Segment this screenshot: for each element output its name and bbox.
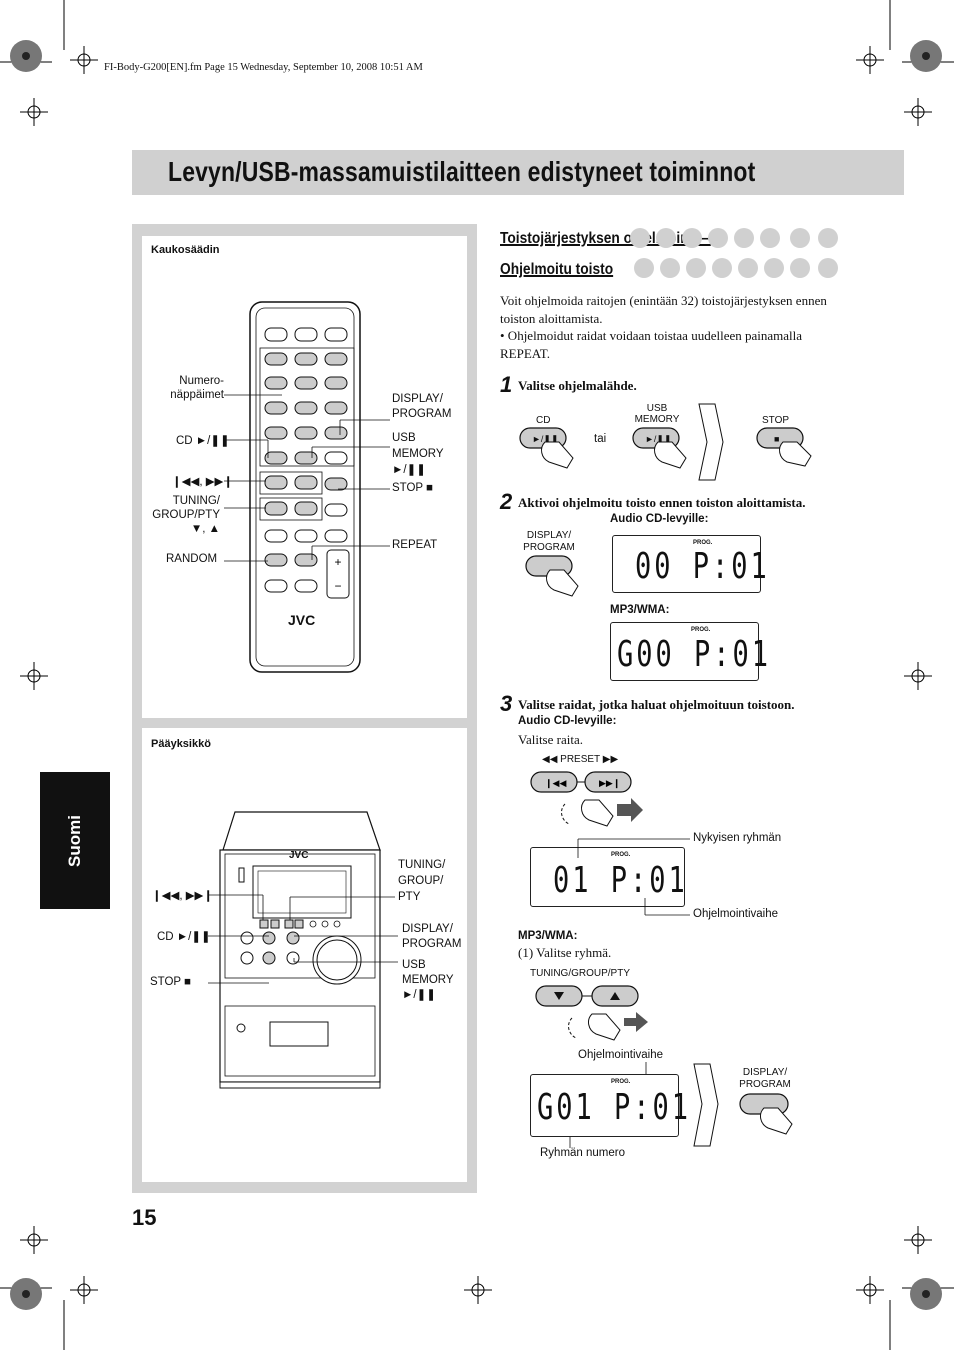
step-3-arrow bbox=[693, 1063, 719, 1147]
step-2-text: Aktivoi ohjelmoitu toisto ennen toiston … bbox=[518, 495, 806, 510]
step-3-preset-illustration: ❙◀◀ ▶▶❙ bbox=[530, 771, 643, 827]
label-number-keys: Numero- näppäimet bbox=[170, 375, 224, 401]
step-3-program-step-2: Ohjelmointivaihe bbox=[578, 1049, 664, 1061]
step-3-group-number: Ryhmän numero bbox=[540, 1147, 626, 1159]
lcd-prog-indicator-mp3: PROG. bbox=[691, 627, 711, 633]
step-3-select-group: (1) Valitse ryhmä. bbox=[518, 945, 612, 960]
main-unit-title: Pääyksikkö bbox=[151, 738, 211, 750]
step-3-text: Valitse raidat, jotka haluat ohjelmoituu… bbox=[518, 697, 795, 712]
step-3-program-step: Ohjelmointivaihe bbox=[693, 908, 779, 920]
file-header: FI-Body-G200[EN].fm Page 15 Wednesday, S… bbox=[104, 62, 423, 73]
step-1-cd-label: CD bbox=[536, 415, 551, 426]
step-1-or: tai bbox=[594, 433, 607, 445]
step-2-lcd-mp3: PROG. G00 P:01 bbox=[610, 622, 768, 681]
heading-dots-1 bbox=[630, 228, 845, 250]
lcd-prog-indicator-3: PROG. bbox=[611, 852, 631, 858]
main-unit-illustration bbox=[219, 811, 381, 1089]
label-remote-random: RANDOM bbox=[166, 553, 218, 565]
label-remote-display: DISPLAY/ PROGRAM bbox=[392, 393, 452, 420]
label-remote-usb: USB MEMORY ►/❚❚ bbox=[392, 432, 444, 476]
remote-title: Kaukosäädin bbox=[151, 244, 220, 256]
step-3-current-group: Nykyisen ryhmän bbox=[693, 832, 782, 844]
lcd-mp3-readout: G00 P:01 bbox=[617, 634, 772, 675]
lcd-prog-indicator-4: PROG. bbox=[611, 1079, 631, 1085]
lcd-cd-readout-3: 01 P:01 bbox=[553, 860, 688, 901]
lcd-prog-indicator: PROG. bbox=[693, 540, 713, 546]
remote-control-illustration: + − bbox=[249, 301, 361, 673]
lcd-cd-readout: 00 P:01 bbox=[635, 546, 770, 587]
label-unit-cd: CD ►/❚❚ bbox=[157, 931, 211, 943]
step-1-text: Valitse ohjelmalähde. bbox=[518, 378, 637, 393]
step-3-mp3: MP3/WMA: bbox=[518, 930, 578, 942]
main-unit-brand: JVC bbox=[289, 850, 309, 861]
section-heading-2: Ohjelmoitu toisto bbox=[500, 261, 614, 278]
label-remote-tuning: TUNING/ GROUP/PTY ▼, ▲ bbox=[152, 495, 220, 535]
svg-text:■: ■ bbox=[774, 434, 779, 444]
svg-text:►/❚❚: ►/❚❚ bbox=[645, 434, 672, 445]
step-3-display-button bbox=[739, 1093, 793, 1135]
language-tab bbox=[40, 772, 110, 909]
svg-text:+: + bbox=[334, 555, 341, 569]
svg-text:−: − bbox=[334, 579, 341, 593]
step-3-display-label: DISPLAY/ PROGRAM bbox=[739, 1067, 791, 1090]
svg-text:▶▶❙: ▶▶❙ bbox=[599, 778, 620, 789]
heading-dots-2 bbox=[634, 258, 849, 280]
label-remote-repeat: REPEAT bbox=[392, 539, 438, 551]
step-3-number: 3 bbox=[500, 691, 513, 716]
step-2-lcd-cd: PROG. 00 P:01 bbox=[612, 535, 767, 593]
page-number: 15 bbox=[132, 1205, 157, 1230]
label-unit-usb: USB MEMORY ►/❚❚ bbox=[402, 959, 454, 1001]
step-2-button-illustration bbox=[525, 555, 579, 597]
label-unit-stop: STOP ■ bbox=[150, 976, 192, 988]
remote-brand-label: JVC bbox=[288, 612, 316, 628]
step-3-lcd-cd: PROG. 01 P:01 bbox=[530, 847, 685, 907]
step-2-button-label: DISPLAY/ PROGRAM bbox=[523, 530, 575, 553]
step-3-tuning-illustration bbox=[535, 985, 648, 1041]
svg-text:►/❚❚: ►/❚❚ bbox=[532, 434, 559, 445]
step-1-stop-label: STOP bbox=[762, 415, 790, 426]
lcd-mp3-readout-3: G01 P:01 bbox=[537, 1087, 692, 1128]
step-1-number: 1 bbox=[500, 372, 513, 397]
step-3-tuning-label: TUNING/GROUP/PTY bbox=[530, 968, 631, 979]
label-remote-stop: STOP ■ bbox=[392, 482, 434, 494]
title-bar bbox=[132, 150, 904, 195]
label-remote-skip: ❙◀◀, ▶▶❙ bbox=[172, 476, 234, 488]
label-unit-display: DISPLAY/ PROGRAM bbox=[402, 923, 462, 950]
label-remote-cd: CD ►/❚❚ bbox=[176, 435, 230, 447]
step-3-preset-label: ◀◀ PRESET ▶▶ bbox=[542, 754, 619, 765]
label-unit-tuning: TUNING/ GROUP/ PTY bbox=[398, 859, 446, 903]
step-1-usb-label: USB MEMORY bbox=[634, 403, 680, 425]
step-3-lcd-mp3: PROG. G01 P:01 bbox=[530, 1074, 688, 1137]
step-1-illustration: ►/❚❚ ►/❚❚ ■ bbox=[519, 403, 812, 481]
svg-text:❙◀◀: ❙◀◀ bbox=[545, 778, 566, 789]
page-title: Levyn/USB-massamuistilaitteen edistyneet… bbox=[168, 156, 756, 187]
step-2-number: 2 bbox=[500, 489, 513, 514]
step-3-select-track: Valitse raita. bbox=[518, 732, 583, 747]
step-3-audio-cd: Audio CD-levyille: bbox=[518, 715, 617, 727]
label-unit-skip: ❙◀◀, ▶▶❙ bbox=[152, 890, 214, 902]
intro-text: Voit ohjelmoida raitojen (enintään 32) t… bbox=[500, 293, 827, 326]
step-2-mp3: MP3/WMA: bbox=[610, 604, 670, 616]
step-2-audio-cd: Audio CD-levyille: bbox=[610, 513, 709, 525]
bullet-text: • Ohjelmoidut raidat voidaan toistaa uud… bbox=[500, 328, 803, 361]
